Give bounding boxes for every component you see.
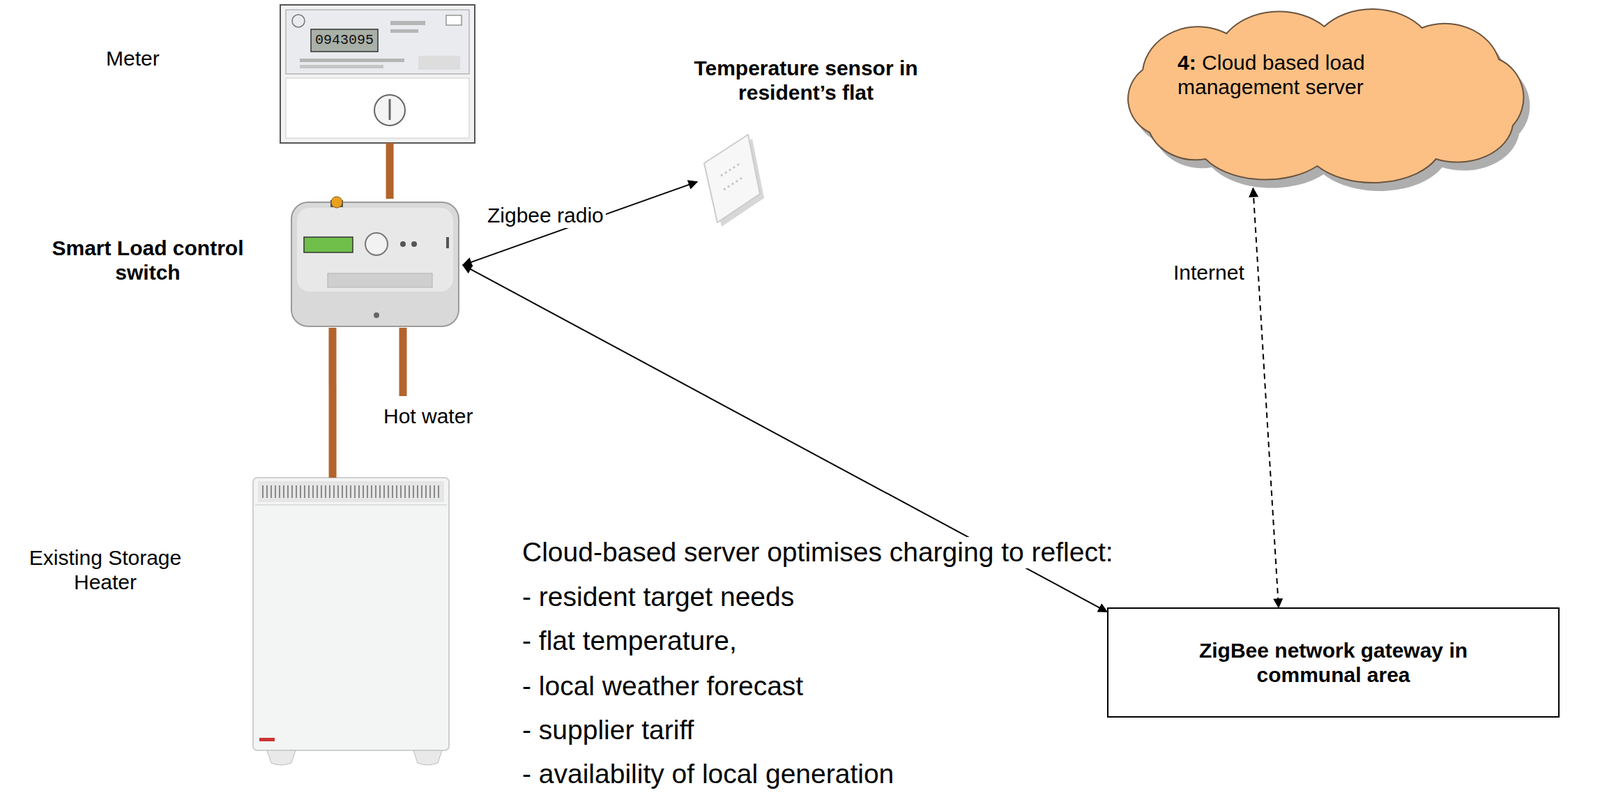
meter-case xyxy=(280,4,475,143)
supply-wire xyxy=(386,142,394,199)
list-item: - resident target needs xyxy=(520,581,797,613)
node-text-group: ZigBee network gateway in communal area xyxy=(1159,637,1508,688)
list-item: - availability of local generation xyxy=(520,758,896,790)
hot-water-wire xyxy=(399,327,408,396)
node-label: Temperature sensor in resident’s flat xyxy=(666,55,946,106)
meter-dial-mark xyxy=(389,98,392,120)
annotation-text: Hot water xyxy=(381,404,475,429)
node-text-group: Temperature sensor in resident’s flat xyxy=(666,55,946,106)
radio-link xyxy=(462,181,698,265)
meter-print xyxy=(390,29,419,33)
sensor-vent xyxy=(723,177,744,190)
sensor-node: Temperature sensor in resident’s flat xyxy=(697,128,764,227)
list-item: - local weather forecast xyxy=(520,670,806,703)
switch-knob xyxy=(331,196,343,208)
meter-node: Meter xyxy=(280,4,475,143)
switch-led xyxy=(411,241,417,247)
node-label: ZigBee network gateway in communal area xyxy=(1159,637,1508,688)
meter-display xyxy=(310,29,378,52)
internet-link xyxy=(1252,188,1279,608)
sensor-vent xyxy=(720,163,741,176)
gateway-box: ZigBee network gateway in communal area xyxy=(1107,607,1560,718)
heater-edge xyxy=(255,504,447,506)
heater-leg xyxy=(267,750,296,765)
list-item: - supplier tariff xyxy=(520,714,696,746)
switch-mark xyxy=(446,237,449,249)
heater-wire xyxy=(329,327,337,478)
sensor-case xyxy=(704,134,760,223)
node-text-group: Existing Storage Heater xyxy=(11,545,200,595)
node-label: Smart Load control switch xyxy=(50,235,246,286)
heater-illustration xyxy=(253,477,449,765)
meter-print xyxy=(299,58,405,63)
switch-face xyxy=(296,207,454,292)
switch-display xyxy=(303,237,353,253)
switch-button xyxy=(365,232,388,256)
connector-label: Zigbee radio xyxy=(485,203,606,228)
node-text-group: 4:Cloud based load management server xyxy=(1177,50,1457,100)
meter-badge xyxy=(446,15,462,26)
list-item: - flat temperature, xyxy=(520,625,739,657)
heater-badge xyxy=(259,737,275,742)
meter-lower-panel xyxy=(285,78,470,139)
heater-slots xyxy=(262,485,441,498)
meter-plate xyxy=(418,55,461,70)
node-label: Existing Storage Heater xyxy=(11,545,200,595)
cloud-node: 4:Cloud based load management server xyxy=(1086,0,1562,189)
meter-print xyxy=(299,64,384,69)
connector-label: Internet xyxy=(1171,260,1247,286)
switch-rating-plate xyxy=(327,273,433,288)
node-text-group: Meter xyxy=(105,46,246,71)
heater-node: Existing Storage Heater xyxy=(253,477,449,766)
node-text-group: Smart Load control switch xyxy=(50,235,246,286)
switch-node: Smart Load control switch xyxy=(287,198,463,328)
meter-print xyxy=(390,20,426,26)
switch-led xyxy=(400,241,406,247)
meter-reading: 0943095 xyxy=(313,29,376,51)
switch-illustration xyxy=(291,196,459,327)
switch-case xyxy=(291,202,459,327)
meter-faceplate xyxy=(285,9,470,74)
list-heading: Cloud-based server optimises charging to… xyxy=(520,536,1116,569)
meter-dial xyxy=(374,94,406,126)
heater-body xyxy=(253,477,449,751)
heater-leg xyxy=(413,750,443,765)
meter-illustration xyxy=(280,4,475,143)
cloud-shape xyxy=(1128,9,1524,183)
meter-logo xyxy=(292,14,305,28)
callout-number: 4: xyxy=(1177,50,1197,74)
heater-top-grille xyxy=(257,481,445,502)
node-label: Cloud based load management server xyxy=(1177,50,1366,99)
node-label: Meter xyxy=(105,46,246,71)
switch-screw xyxy=(373,312,380,318)
sensor-illustration xyxy=(704,134,765,227)
